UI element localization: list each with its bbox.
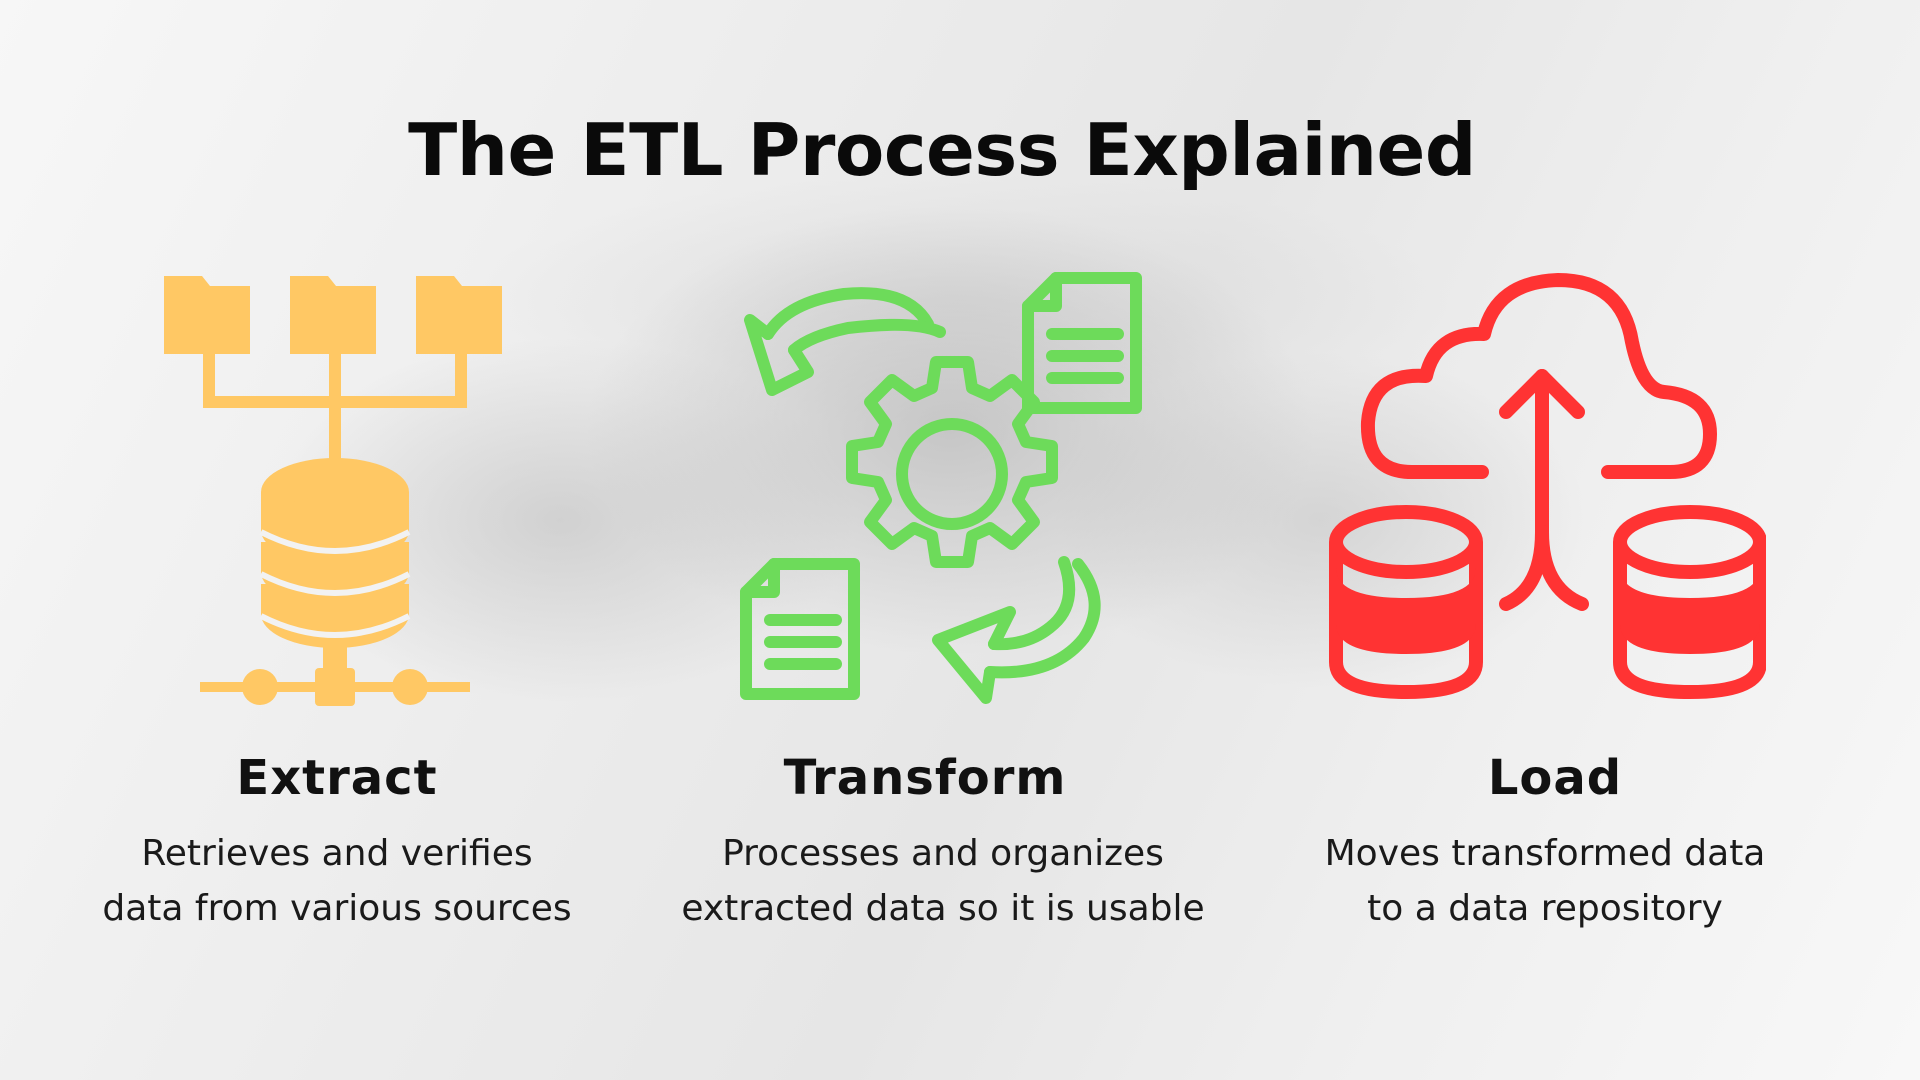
step-heading-extract: Extract	[236, 750, 438, 806]
step-description-extract: Retrieves and verifies data from various…	[67, 826, 607, 936]
step-description-line: Retrieves and verifies	[141, 833, 533, 874]
step-description-line: extracted data so it is usable	[681, 888, 1205, 929]
page-title: The ETL Process Explained	[408, 108, 1476, 192]
gear-with-documents-cycle-icon	[728, 272, 1172, 714]
step-description-line: Moves transformed data	[1324, 833, 1766, 874]
step-description-line: Processes and organizes	[722, 833, 1164, 874]
step-description-line: data from various sources	[102, 888, 572, 929]
cloud-upload-databases-icon	[1326, 272, 1766, 708]
step-description-load: Moves transformed data to a data reposit…	[1285, 826, 1805, 936]
step-heading-transform: Transform	[783, 750, 1067, 806]
step-description-transform: Processes and organizes extracted data s…	[648, 826, 1238, 936]
step-heading-load: Load	[1487, 750, 1623, 806]
step-description-line: to a data repository	[1367, 888, 1723, 929]
folders-to-database-icon	[160, 270, 520, 710]
